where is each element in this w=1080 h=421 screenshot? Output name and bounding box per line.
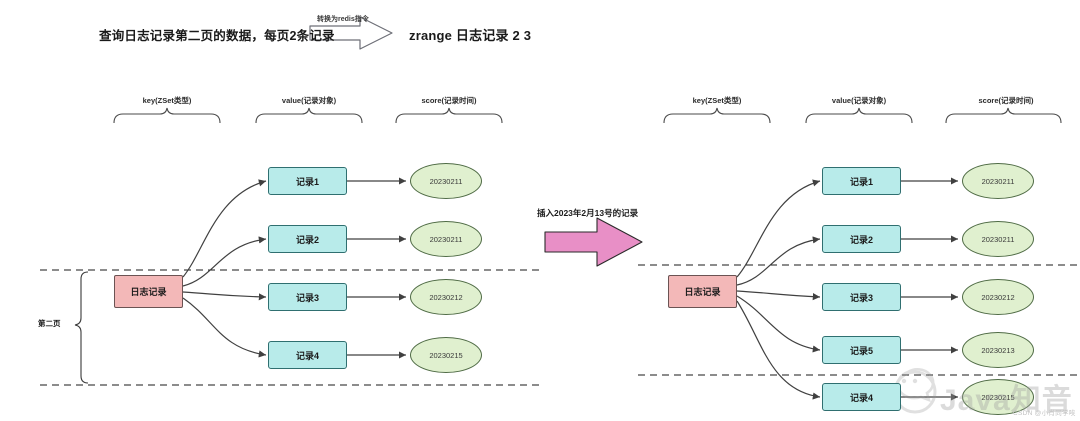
insert-record-label: 插入2023年2月13号的记录 xyxy=(537,208,639,218)
right-score-node-5[interactable]: 20230213 xyxy=(962,332,1034,368)
right-key-node[interactable]: 日志记录 xyxy=(668,275,737,308)
left-value-to-score-edges xyxy=(347,177,406,359)
right-value-node-2[interactable]: 记录2 xyxy=(822,225,901,253)
redis-command-text: zrange 日志记录 2 3 xyxy=(409,28,532,43)
left-key-to-value-edges xyxy=(182,179,267,358)
csdn-credit-watermark: CSDN @小肖同学唉 xyxy=(1013,410,1076,417)
right-score-node-2[interactable]: 20230211 xyxy=(962,221,1034,257)
right-score-node-1[interactable]: 20230211 xyxy=(962,163,1034,199)
left-score-node-3[interactable]: 20230212 xyxy=(410,279,482,315)
right-key-to-value-edges xyxy=(736,179,821,400)
left-column-braces xyxy=(113,107,503,124)
right-value-node-1[interactable]: 记录1 xyxy=(822,167,901,195)
conversion-arrow-label: 转换为redis指令 xyxy=(317,16,369,23)
right-column-header-score: score(记录时间) xyxy=(978,96,1034,105)
right-value-to-score-edges xyxy=(901,177,958,401)
conversion-block-arrow xyxy=(309,16,393,50)
wechat-watermark-icon xyxy=(893,367,937,414)
left-column-header-value: value(记录对象) xyxy=(281,96,337,105)
left-score-node-4[interactable]: 20230215 xyxy=(410,337,482,373)
right-score-node-4[interactable]: 20230215 xyxy=(962,379,1034,415)
right-value-node-4[interactable]: 记录4 xyxy=(822,383,901,411)
right-value-node-5[interactable]: 记录5 xyxy=(822,336,901,364)
left-score-node-2[interactable]: 20230211 xyxy=(410,221,482,257)
left-value-node-4[interactable]: 记录4 xyxy=(268,341,347,369)
right-column-header-key: key(ZSet类型) xyxy=(692,96,742,105)
right-column-header-value: value(记录对象) xyxy=(831,96,887,105)
second-page-label: 第二页 xyxy=(38,319,61,328)
insert-record-arrow xyxy=(544,217,643,267)
right-value-node-3[interactable]: 记录3 xyxy=(822,283,901,311)
left-key-node[interactable]: 日志记录 xyxy=(114,275,183,308)
left-column-header-key: key(ZSet类型) xyxy=(142,96,192,105)
second-page-brace xyxy=(74,271,89,384)
right-column-braces xyxy=(663,107,1062,124)
left-value-node-2[interactable]: 记录2 xyxy=(268,225,347,253)
left-column-header-score: score(记录时间) xyxy=(421,96,477,105)
left-value-node-1[interactable]: 记录1 xyxy=(268,167,347,195)
right-score-node-3[interactable]: 20230212 xyxy=(962,279,1034,315)
left-score-node-1[interactable]: 20230211 xyxy=(410,163,482,199)
left-value-node-3[interactable]: 记录3 xyxy=(268,283,347,311)
right-page-boundary-lines xyxy=(638,264,1078,376)
question-text: 查询日志记录第二页的数据，每页2条记录 xyxy=(99,29,335,43)
